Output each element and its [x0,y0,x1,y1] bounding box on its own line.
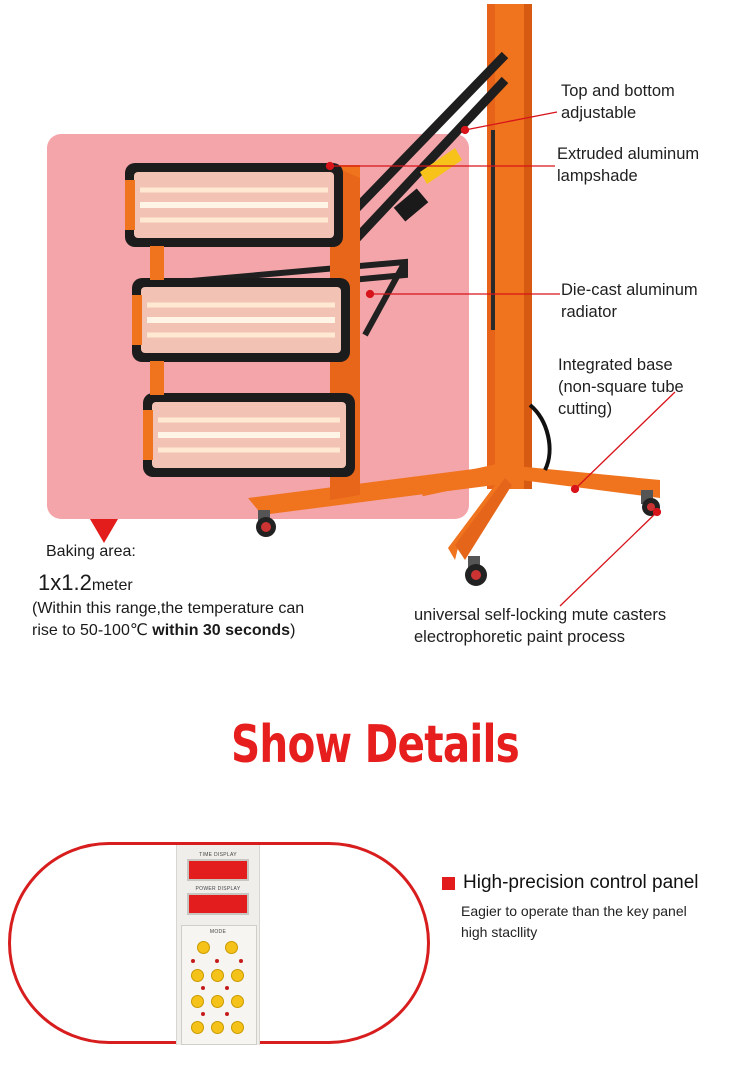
mode-label: MODE [209,929,227,935]
indicator-led [225,1012,229,1016]
keypad-button [191,969,204,982]
callout-lampshade: Extruded aluminum lampshade [557,145,700,185]
caster-front [465,556,487,586]
baking-note-prefix: (Within this range,the temperature can r… [32,600,305,639]
product-illustration [47,4,676,607]
indicator-led [201,986,205,990]
lamp-head-top [125,163,343,247]
callout-leaders [325,111,676,607]
keypad-button [197,941,210,954]
baking-note-bold: within 30 seconds [152,622,291,639]
keypad-button [191,995,204,1008]
callout-base: Integrated base (non-square tube cutting… [558,356,684,418]
feature-bullet-icon [442,877,455,890]
power-display-label: POWER DISPLAY [195,886,241,892]
indicator-led [201,1012,205,1016]
power-display [187,893,249,915]
baking-area-label: Baking area: [46,543,136,560]
keypad-button [211,1021,224,1034]
time-display-label: TIME DISPLAY [199,852,237,858]
caster-right [641,490,660,516]
baking-area-marker [90,519,118,543]
keypad-button [231,995,244,1008]
indicator-led [191,959,195,963]
keypad-button [211,995,224,1008]
upper-arm [346,51,509,219]
section-title: Show Details [230,715,520,775]
time-display [187,859,249,881]
feature-description: Eagier to operate than the key panel hig… [461,903,687,940]
control-panel-image: TIME DISPLAY POWER DISPLAY MODE [176,845,260,1045]
lamp-head-middle [132,278,350,362]
callout-casters: universal self-locking mute casters elec… [414,606,667,646]
callout-top-bottom: Top and bottom adjustable [561,82,675,122]
callout-radiator: Die-cast aluminum radiator [561,281,698,321]
keypad-button [231,1021,244,1034]
indicator-led [215,959,219,963]
baking-size-unit: meter [91,577,133,594]
indicator-led [239,959,243,963]
keypad-button [225,941,238,954]
keypad-button [191,1021,204,1034]
caster-left [256,510,276,537]
baking-note-suffix: ) [290,622,296,639]
indicator-led [225,986,229,990]
keypad-button [211,969,224,982]
lamp-head-bottom [143,393,355,477]
feature-title: High-precision control panel [463,872,699,893]
baking-area-note: (Within this range,the temperature can r… [32,598,332,642]
keypad-button [231,969,244,982]
baking-area-size: 1x1.2meter [38,570,133,596]
baking-size-number: 1x1.2 [38,570,92,595]
